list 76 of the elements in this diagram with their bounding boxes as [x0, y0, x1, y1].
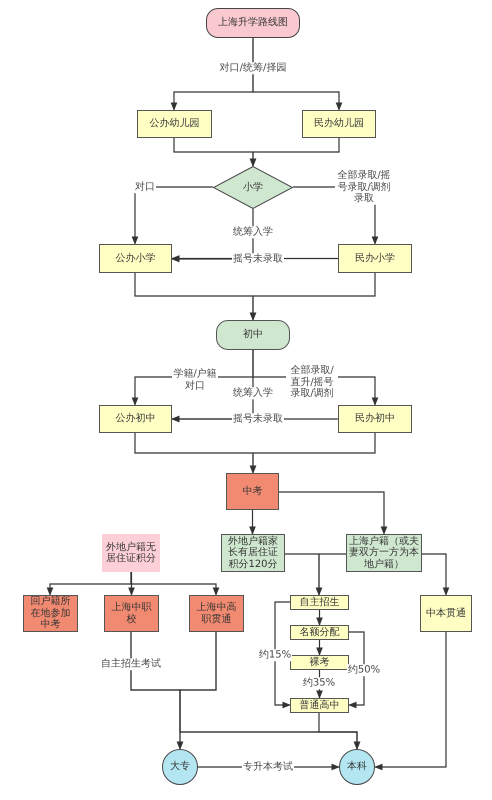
node-label: 普通高中 [298, 700, 340, 712]
process-box [302, 110, 376, 138]
end-circle [339, 749, 375, 785]
edge-label: 统筹入学 [232, 226, 274, 238]
process-box [137, 110, 212, 138]
node-label: 公办小学 [114, 252, 156, 264]
node-label: 外地户籍家长有居住证积分120分 [227, 536, 279, 570]
edge-label: 统筹入学 [232, 387, 274, 399]
node-label: 回户籍所在地参加中考 [30, 596, 72, 631]
edge-label: 全部录取/摇号录取/调剂录取 [335, 170, 393, 204]
process-box [23, 595, 78, 632]
node-label: 初中 [242, 329, 264, 341]
node-label: 小学 [242, 182, 264, 194]
arrow [274, 601, 291, 708]
edge-label: 约35% [302, 677, 336, 689]
edge-label: 专升本考试 [242, 761, 294, 773]
node-label: 民办小学 [354, 252, 396, 264]
edge-label: 约50% [346, 664, 382, 676]
decision-diamond [213, 166, 293, 209]
arrow [279, 491, 388, 535]
rounded-box [216, 320, 290, 350]
arrow [130, 572, 220, 596]
process-box [221, 534, 285, 572]
process-box [99, 405, 172, 433]
node-label: 中考 [242, 486, 264, 498]
node-label: 上海户籍（或夫妻双方一方为本地户籍） [348, 536, 420, 570]
process-box [420, 595, 472, 632]
edge-label: 摇号未录取 [232, 413, 284, 425]
node-label: 上海升学路线图 [217, 17, 289, 29]
node-label: 公办幼儿园 [148, 118, 200, 130]
process-box [290, 595, 349, 610]
edge-label: 摇号未录取 [232, 253, 284, 265]
end-circle [162, 749, 198, 785]
arrow [132, 186, 213, 245]
edge-label: 学籍/户籍对口 [172, 368, 218, 392]
node-label: 大专 [169, 761, 191, 773]
process-box [290, 655, 349, 670]
edge-label: 全部录取/直升/摇号录取/调剂 [286, 364, 338, 400]
arrow [128, 572, 135, 596]
node-label: 中本贯通 [425, 608, 467, 620]
process-box [99, 244, 172, 273]
edge-label: 对口/统筹/择园 [218, 62, 288, 74]
rounded-box [206, 8, 300, 38]
arrow [252, 38, 342, 111]
arrow [250, 273, 376, 321]
node-label: 公办初中 [114, 413, 156, 425]
arrow [316, 553, 346, 596]
node-label: 外地户籍无居住证积分 [105, 542, 157, 564]
process-box [338, 405, 412, 433]
node-label: 本科 [346, 761, 368, 773]
process-box [226, 473, 279, 510]
arrow [316, 610, 323, 626]
arrow [250, 433, 376, 474]
edge-label: 自主招生考试 [100, 658, 162, 670]
node-label: 裸考 [308, 656, 330, 668]
edge-label: 对口 [134, 181, 156, 193]
arrow [316, 640, 323, 656]
node-label: 上海中职校 [110, 602, 152, 625]
process-box [290, 625, 349, 640]
process-box [189, 595, 244, 632]
arrow [348, 631, 365, 708]
arrow [318, 713, 360, 750]
process-box [102, 534, 160, 572]
node-label: 民办幼儿园 [313, 118, 365, 130]
node-label: 名额分配 [298, 626, 340, 638]
arrow [374, 632, 447, 770]
process-box [290, 698, 349, 713]
node-label: 自主招生 [298, 596, 340, 608]
arrow [422, 553, 450, 596]
arrow [250, 138, 340, 167]
process-box [104, 595, 159, 632]
process-box [338, 244, 412, 273]
edge-label: 约15% [258, 649, 292, 661]
node-label: 上海中高职贯通 [196, 602, 238, 625]
node-label: 民办初中 [354, 413, 396, 425]
arrow [249, 510, 256, 535]
